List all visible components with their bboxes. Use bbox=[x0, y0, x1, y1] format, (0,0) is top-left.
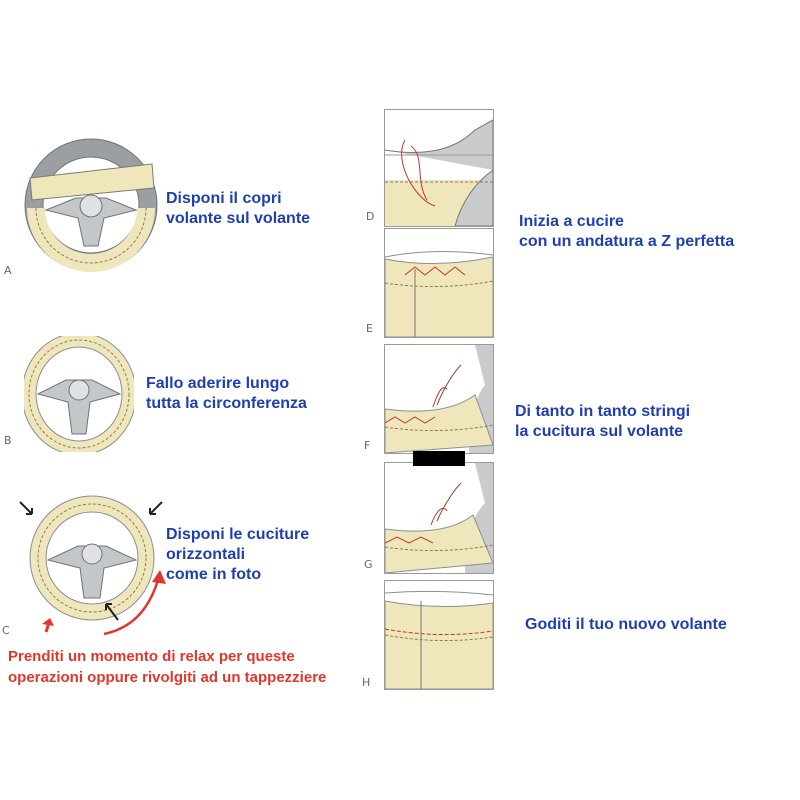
enjoy-caption: Goditi il tuo nuovo volante bbox=[525, 616, 727, 633]
step-letter-c: C bbox=[2, 624, 10, 637]
step-a-caption: Disponi il copri volante sul volante bbox=[166, 190, 311, 227]
wheel-c-illustration bbox=[16, 494, 166, 639]
panel-g bbox=[384, 462, 494, 574]
panel-letter-g: G bbox=[364, 558, 373, 571]
curved-arrow-icon bbox=[103, 570, 166, 636]
panel-letter-e: E bbox=[366, 322, 373, 335]
panel-h bbox=[384, 580, 494, 690]
panel-f bbox=[384, 344, 494, 454]
relax-note: Prenditi un momento di relax per queste … bbox=[8, 648, 327, 686]
tighten-caption: Di tanto in tanto stringi la cucitura su… bbox=[515, 403, 691, 440]
panel-letter-f: F bbox=[364, 439, 371, 452]
arrow-icon bbox=[105, 603, 119, 621]
step-letter-a: A bbox=[4, 264, 12, 277]
redaction-bar bbox=[413, 451, 465, 466]
arrow-icon bbox=[149, 501, 163, 515]
step-letter-b: B bbox=[4, 434, 12, 447]
arrow-icon bbox=[19, 501, 33, 515]
panel-e bbox=[384, 228, 494, 338]
panel-letter-h: H bbox=[362, 676, 371, 689]
panel-d bbox=[384, 109, 494, 227]
sewing-caption: Inizia a cucire con un andatura a Z perf… bbox=[519, 213, 735, 250]
wheel-a-illustration bbox=[24, 138, 158, 277]
wheel-b-illustration bbox=[21, 332, 137, 457]
panel-letter-d: D bbox=[366, 210, 375, 223]
step-c-caption: Disponi le cuciture orizzontali come in … bbox=[166, 526, 310, 583]
step-b-caption: Fallo aderire lungo tutta la circonferen… bbox=[146, 375, 307, 412]
